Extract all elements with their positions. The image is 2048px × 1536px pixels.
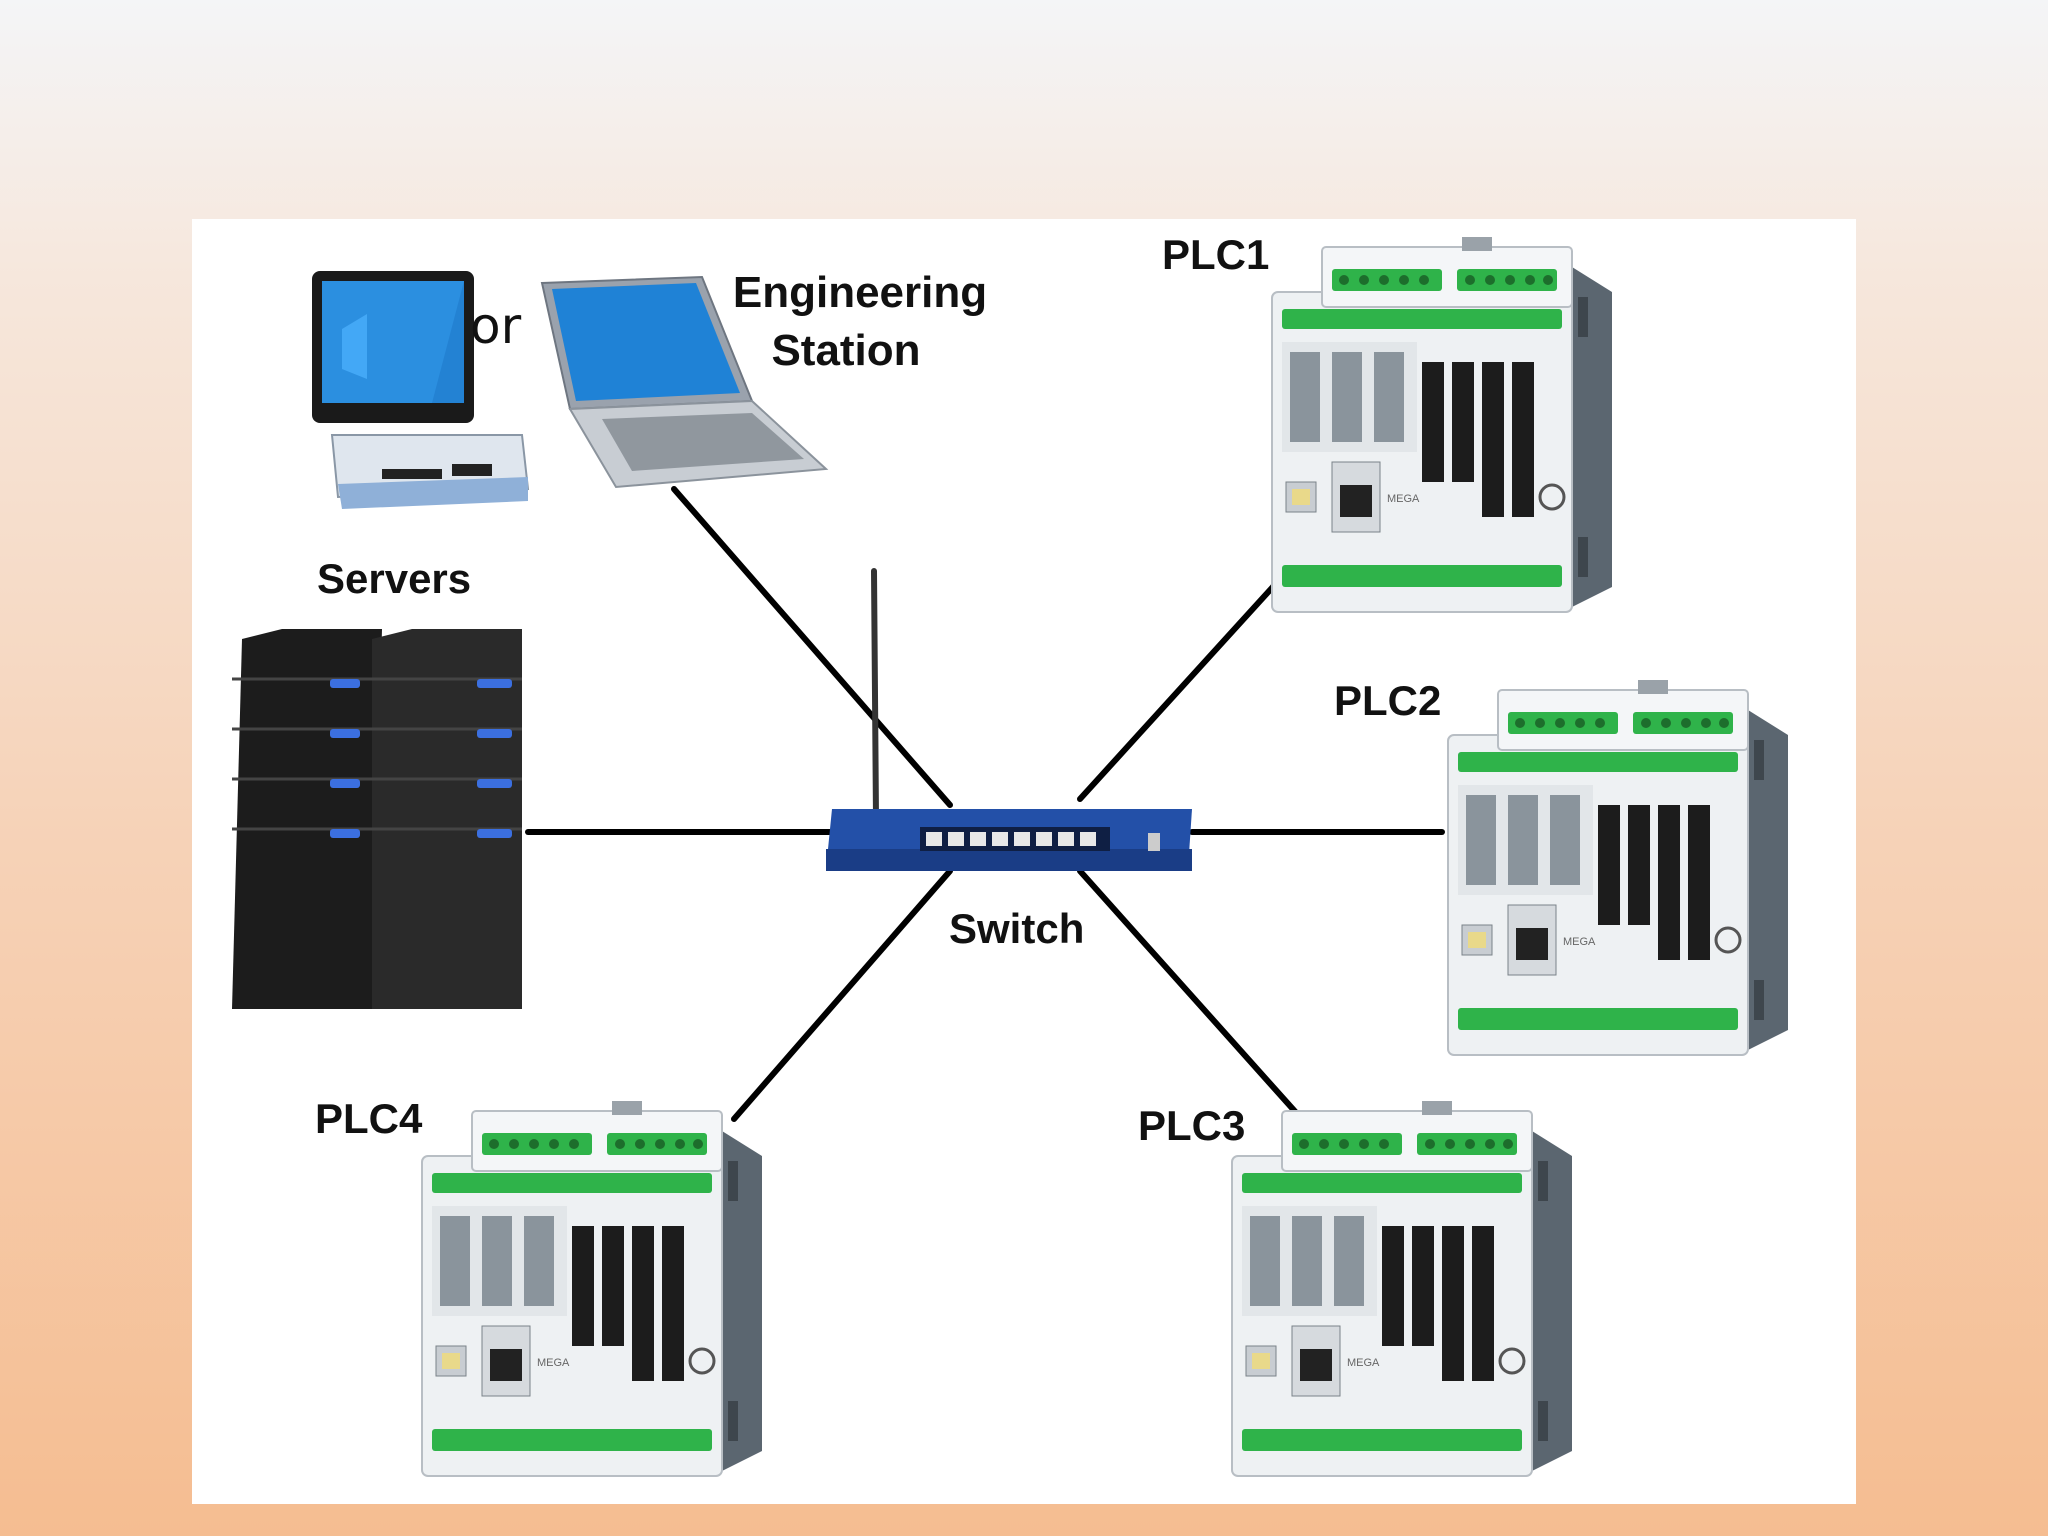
plc2-label: PLC2 [1334, 677, 1441, 724]
engineering-station-label-line2: Station [771, 326, 920, 375]
engineering-station-laptop [540, 275, 829, 489]
servers-label: Servers [317, 555, 471, 602]
plc2-device [1446, 678, 1790, 1057]
network-diagram: MEGA [232, 231, 1790, 1478]
plc1-label: PLC1 [1162, 231, 1269, 278]
or-label: or [470, 297, 522, 355]
plc4-device [420, 1099, 764, 1478]
servers [232, 629, 522, 1009]
plc3-device [1230, 1099, 1574, 1478]
diagram-panel: MEGA [192, 219, 1856, 1504]
antenna-icon [871, 568, 879, 822]
engineering-station-label-line1: Engineering [733, 268, 987, 317]
link-engineering-station [671, 486, 953, 808]
switch-label: Switch [949, 905, 1084, 952]
link-plc3 [1077, 868, 1303, 1120]
industrial-pc [312, 271, 530, 509]
network-switch [826, 568, 1192, 871]
plc4-label: PLC4 [315, 1095, 423, 1142]
plc1-device [1270, 235, 1614, 614]
plc3-label: PLC3 [1138, 1102, 1245, 1149]
link-plc4 [731, 868, 953, 1122]
